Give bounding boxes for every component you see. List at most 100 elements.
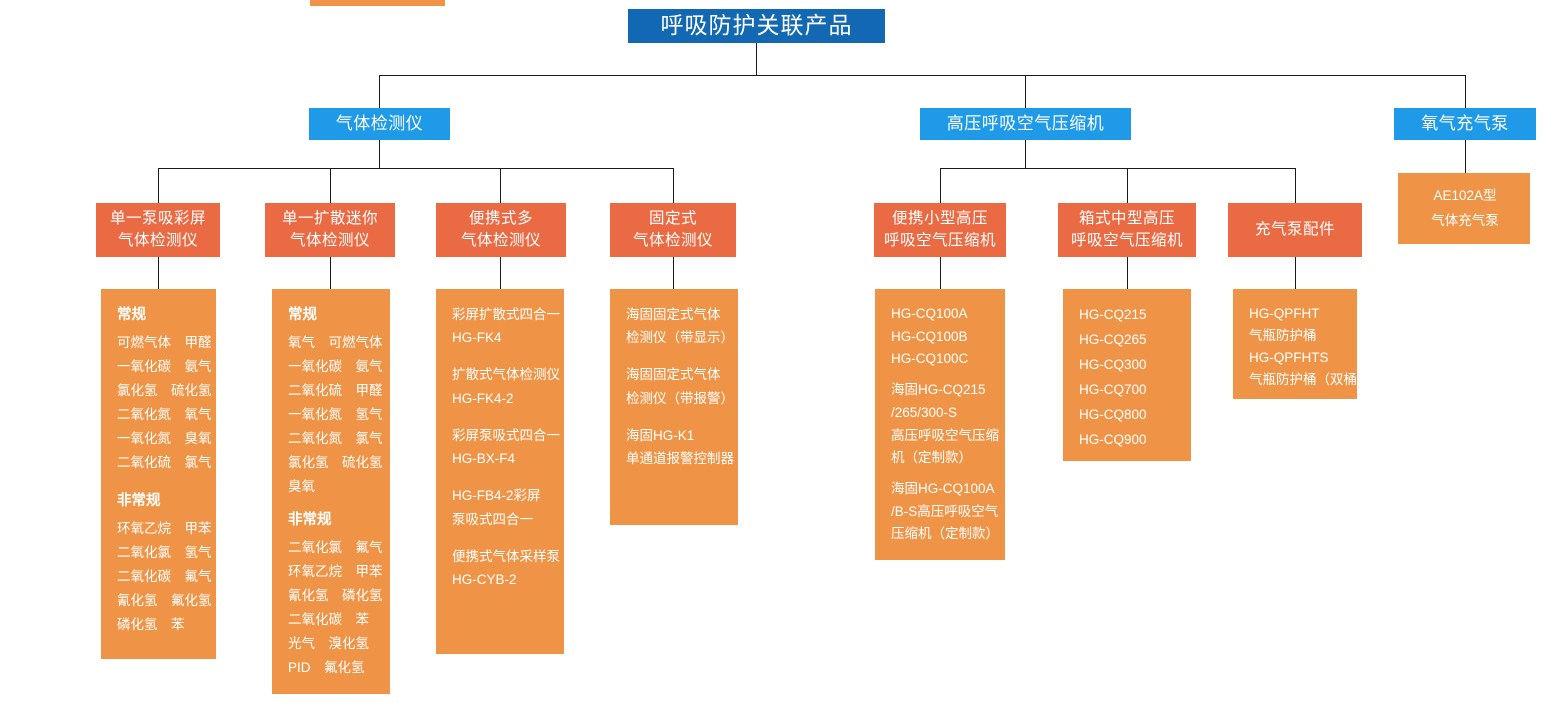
leaf4-item-2-line-1: 单通道报警控制器 <box>626 451 734 467</box>
leaf6-item-2: HG-CQ300 <box>1079 356 1147 372</box>
node-air-compressor[interactable]: 高压呼吸空气压缩机 <box>920 108 1131 140</box>
leaf1-g1-line-1: 一氧化碳 氨气 <box>117 358 212 374</box>
leaf1-g2-line-1: 二氧化氯 氢气 <box>117 544 212 560</box>
leaf-single-pump-color-screen[interactable]: 常规 可燃气体 甲醛 一氧化碳 氨气 氯化氢 硫化氢 二氧化氮 氧气 一氧化氮 … <box>101 289 216 659</box>
node-oxygen-pump[interactable]: 氧气充气泵 <box>1394 108 1536 140</box>
leaf5-item-2-line-2: 压缩机（定制款） <box>891 526 999 542</box>
leaf3-item-3-line-0: HG-FB4-2彩屏 <box>452 488 541 504</box>
edge-oxygen-pump-stem <box>1465 140 1466 173</box>
leaf4-item-1-line-1: 检测仪（带报警） <box>626 390 734 406</box>
leaf-oxygen-pump-line2: 气体充气泵 <box>1431 212 1499 228</box>
leaf1-g1-line-3: 二氧化氮 氧气 <box>117 406 212 422</box>
leaf-portable-compressor[interactable]: HG-CQ100A HG-CQ100B HG-CQ100C 海固HG-CQ215… <box>875 289 1005 560</box>
node-gas-detector[interactable]: 气体检测仪 <box>309 108 450 140</box>
leaf6-item-3: HG-CQ700 <box>1079 381 1147 397</box>
edge-drop-l3-3 <box>500 168 501 203</box>
node-cabinet-medium-compressor-line1: 箱式中型高压 <box>1078 209 1175 227</box>
clipped-top-node <box>310 0 445 6</box>
leaf-cabinet-compressor[interactable]: HG-CQ215 HG-CQ265 HG-CQ300 HG-CQ700 HG-C… <box>1063 289 1191 461</box>
leaf1-group1-title: 常规 <box>117 307 146 323</box>
leaf3-item-1-line-0: 扩散式气体检测仪 <box>452 367 560 383</box>
edge-compressor-bus <box>940 168 1295 169</box>
leaf2-g1-line-3: 一氧化氮 氢气 <box>288 406 383 422</box>
edge-compressor-stem <box>1025 140 1026 168</box>
leaf-oxygen-pump-line1: AE102A型 <box>1433 188 1497 204</box>
leaf2-g1-line-1: 一氧化碳 氨气 <box>288 358 383 374</box>
edge-root-stem <box>756 42 757 75</box>
node-gas-detector-label: 气体检测仪 <box>335 113 424 133</box>
leaf-fixed-gas-detector[interactable]: 海固固定式气体 检测仪（带显示） 海固固定式气体 检测仪（带报警） 海固HG-K… <box>610 289 738 525</box>
leaf5-item-0-line-0: HG-CQ100A <box>891 306 968 321</box>
edge-gas-detector-bus <box>158 168 673 169</box>
leaf7-item-2: HG-QPFHTS <box>1249 349 1329 365</box>
node-single-pump-color-screen[interactable]: 单一泵吸彩屏 气体检测仪 <box>96 203 220 257</box>
edge-l3-5-to-leaf <box>940 257 941 289</box>
node-fixed-gas-detector-line1: 固定式 <box>648 209 697 227</box>
edge-drop-oxygen-pump <box>1465 75 1466 108</box>
leaf5-item-1-line-0: 海固HG-CQ215 <box>891 382 986 398</box>
edge-l3-4-to-leaf <box>673 257 674 289</box>
leaf2-g2-line-3: 二氧化碳 苯 <box>288 611 369 627</box>
node-portable-small-compressor[interactable]: 便携小型高压 呼吸空气压缩机 <box>874 203 1006 257</box>
node-pump-accessories[interactable]: 充气泵配件 <box>1228 203 1362 257</box>
edge-gas-detector-stem <box>379 140 380 168</box>
leaf2-group2-title: 非常规 <box>288 512 332 529</box>
leaf2-group1-title: 常规 <box>288 307 317 323</box>
leaf1-g1-line-5: 二氧化硫 氯气 <box>117 454 212 470</box>
leaf-oxygen-pump[interactable]: AE102A型 气体充气泵 <box>1398 173 1530 244</box>
node-portable-multi-gas-line1: 便携式多 <box>468 209 533 227</box>
leaf1-g1-line-2: 氯化氢 硫化氢 <box>117 382 212 398</box>
node-root-label: 呼吸防护关联产品 <box>660 12 853 39</box>
node-single-pump-color-screen-line2: 气体检测仪 <box>117 232 198 249</box>
leaf6-item-4: HG-CQ800 <box>1079 406 1147 422</box>
edge-l3-3-to-leaf <box>500 257 501 289</box>
leaf3-item-2-line-1: HG-BX-F4 <box>452 451 516 467</box>
node-single-diffusion-mini[interactable]: 单一扩散迷你 气体检测仪 <box>265 203 395 257</box>
node-cabinet-medium-compressor[interactable]: 箱式中型高压 呼吸空气压缩机 <box>1058 203 1196 257</box>
leaf2-g1-line-5: 氯化氢 硫化氢 <box>288 454 383 470</box>
node-single-pump-color-screen-line1: 单一泵吸彩屏 <box>109 209 206 227</box>
leaf3-item-1-line-1: HG-FK4-2 <box>452 390 514 406</box>
leaf1-g2-line-4: 磷化氢 苯 <box>117 616 185 632</box>
leaf1-g2-line-3: 氰化氢 氟化氢 <box>117 592 212 608</box>
leaf4-item-2-line-0: 海固HG-K1 <box>626 427 695 443</box>
leaf2-g2-line-0: 二氧化氯 氟气 <box>288 539 383 555</box>
node-root[interactable]: 呼吸防护关联产品 <box>628 9 885 43</box>
edge-drop-l3-7 <box>1295 168 1296 203</box>
edge-drop-compressor <box>1025 75 1026 108</box>
leaf-portable-multi-gas[interactable]: 彩屏扩散式四合一 HG-FK4 扩散式气体检测仪 HG-FK4-2 彩屏泵吸式四… <box>436 289 564 654</box>
leaf6-item-5: HG-CQ900 <box>1079 431 1147 447</box>
leaf5-item-2-line-1: /B-S高压呼吸空气 <box>891 503 999 519</box>
edge-drop-l3-4 <box>673 168 674 203</box>
leaf-pump-accessories[interactable]: HG-QPFHT 气瓶防护桶 HG-QPFHTS 气瓶防护桶（双桶） <box>1233 289 1371 399</box>
node-single-diffusion-mini-line1: 单一扩散迷你 <box>281 209 378 227</box>
leaf2-g1-line-2: 二氧化硫 甲醛 <box>288 382 383 398</box>
leaf3-item-4-line-1: HG-CYB-2 <box>452 571 517 587</box>
leaf3-item-4-line-0: 便携式气体采样泵 <box>452 548 560 564</box>
leaf5-item-0-line-2: HG-CQ100C <box>891 351 969 367</box>
leaf5-item-0-line-1: HG-CQ100B <box>891 328 968 344</box>
leaf2-g1-line-0: 氧气 可燃气体 <box>288 334 383 350</box>
leaf2-g2-line-4: 光气 溴化氢 <box>288 635 369 651</box>
leaf1-g1-line-0: 可燃气体 甲醛 <box>117 334 212 350</box>
leaf2-g1-line-6: 臭氧 <box>288 478 315 494</box>
leaf7-item-1: 气瓶防护桶 <box>1249 327 1317 343</box>
leaf1-g2-line-0: 环氧乙烷 甲苯 <box>117 520 212 536</box>
leaf1-g2-line-2: 二氧化碳 氟气 <box>117 568 212 584</box>
leaf3-item-3-line-1: 泵吸式四合一 <box>452 511 533 527</box>
node-oxygen-pump-label: 氧气充气泵 <box>1421 113 1509 133</box>
edge-l3-6-to-leaf <box>1127 257 1128 289</box>
leaf5-item-2-line-0: 海固HG-CQ100A <box>891 480 995 496</box>
leaf-single-diffusion-mini[interactable]: 常规 氧气 可燃气体 一氧化碳 氨气 二氧化硫 甲醛 一氧化氮 氢气 二氧化氮 … <box>272 289 390 694</box>
leaf1-group2-title: 非常规 <box>117 492 161 509</box>
edge-drop-l3-6 <box>1127 168 1128 203</box>
node-portable-small-compressor-line2: 呼吸空气压缩机 <box>883 232 996 249</box>
leaf1-g1-line-4: 一氧化氮 臭氧 <box>117 430 212 446</box>
edge-drop-gas-detector <box>379 75 380 108</box>
leaf5-item-1-line-1: /265/300-S <box>891 404 958 420</box>
node-portable-small-compressor-line1: 便携小型高压 <box>891 209 988 227</box>
node-fixed-gas-detector[interactable]: 固定式 气体检测仪 <box>610 203 736 257</box>
node-portable-multi-gas[interactable]: 便携式多 气体检测仪 <box>436 203 566 257</box>
leaf2-g1-line-4: 二氧化氮 氯气 <box>288 430 383 446</box>
